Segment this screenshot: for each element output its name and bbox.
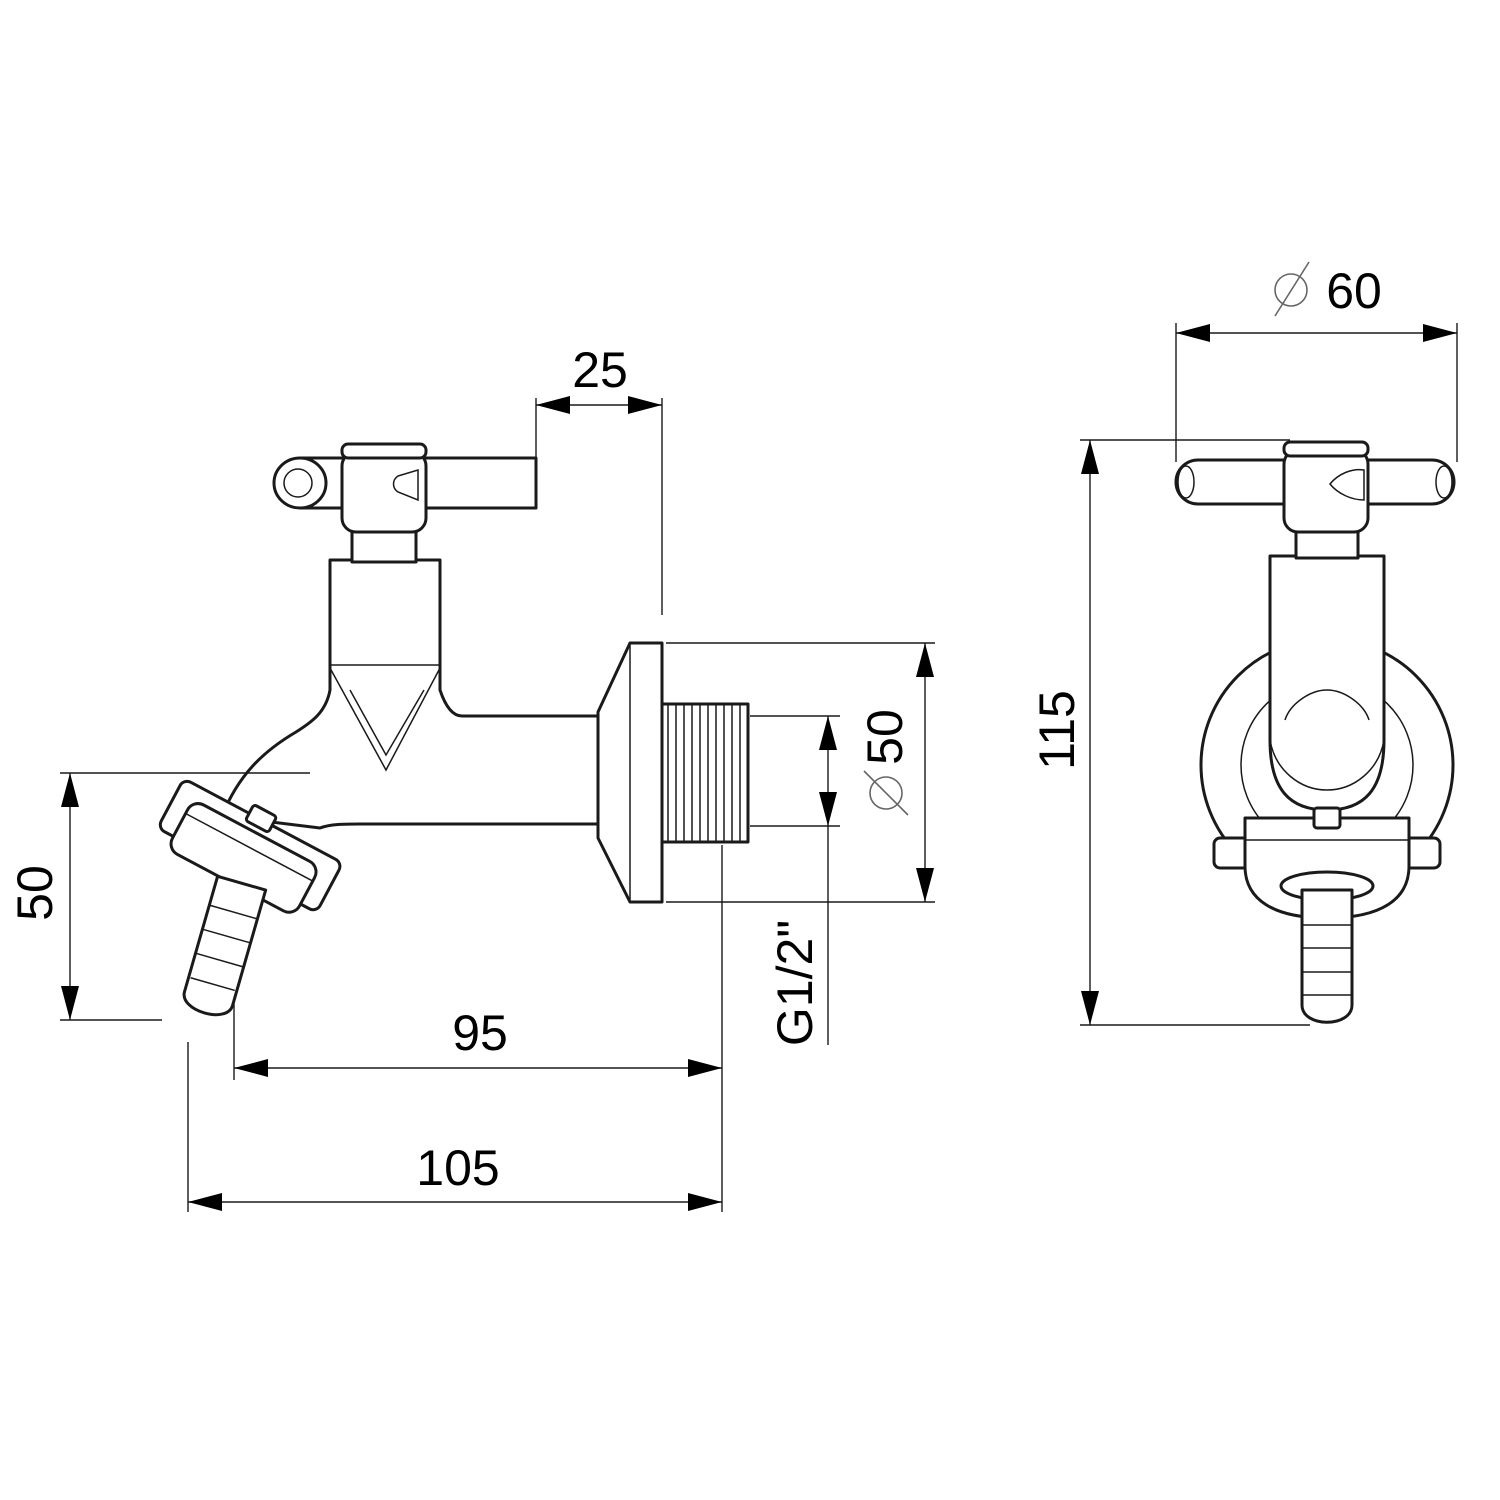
- diameter-symbol-icon: [863, 770, 909, 816]
- dim-outlet-height: 50: [7, 865, 63, 921]
- side-view-dimensions: [60, 396, 935, 1212]
- front-cross-handle: [1174, 440, 1456, 534]
- valve-stem: [350, 528, 418, 564]
- dim-overall-length: 105: [416, 1140, 499, 1196]
- tap-body: [220, 558, 600, 830]
- front-body: [1268, 554, 1386, 812]
- dim-handle-width: 60: [1274, 261, 1382, 319]
- front-hose-barb: [1300, 888, 1354, 1024]
- dim-flange-diameter-value: 50: [857, 709, 913, 765]
- diameter-symbol-icon: [1274, 261, 1310, 317]
- hose-coupling: [158, 779, 342, 914]
- dim-thread-length: 95: [452, 1005, 508, 1061]
- hose-barb: [182, 874, 268, 1017]
- dim-handle-offset: 25: [572, 342, 628, 398]
- front-view-dimensions: [1080, 323, 1458, 1026]
- front-view: [1174, 440, 1456, 1024]
- dim-overall-height: 115: [1029, 690, 1085, 770]
- side-view: [158, 442, 750, 1017]
- dim-handle-width-value: 60: [1326, 263, 1382, 319]
- thread-label: G1/2": [767, 920, 823, 1046]
- cross-handle: [272, 442, 538, 534]
- threaded-connector: [660, 702, 750, 844]
- dim-flange-diameter: 50: [857, 709, 913, 816]
